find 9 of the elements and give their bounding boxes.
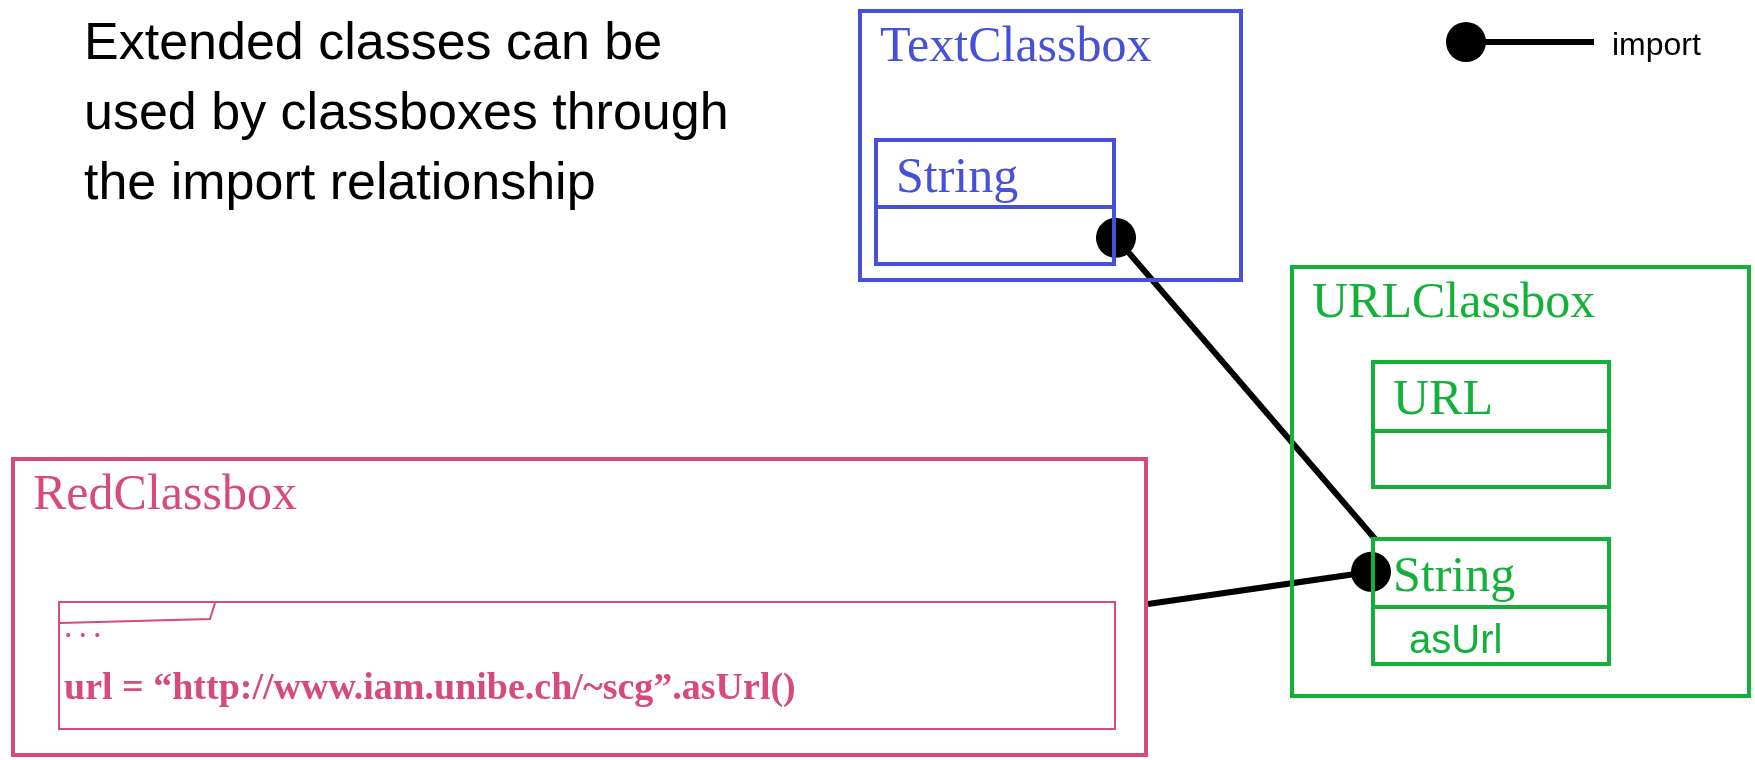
method-name: asUrl [1409, 619, 1503, 659]
class-name: URL [1393, 372, 1493, 422]
classbox-name: RedClassbox [33, 467, 297, 517]
classbox-name: TextClassbox [880, 19, 1152, 69]
classbox-name: URLClassbox [1312, 275, 1596, 325]
legend-label: import [1612, 28, 1701, 60]
code-text: url = “http://www.iam.unibe.ch/~scg”.asUrl() [64, 667, 796, 705]
title-text: Extended classes can be used by classboxes through the import relationship [84, 11, 730, 212]
ellipsis-text: ... [64, 609, 108, 643]
